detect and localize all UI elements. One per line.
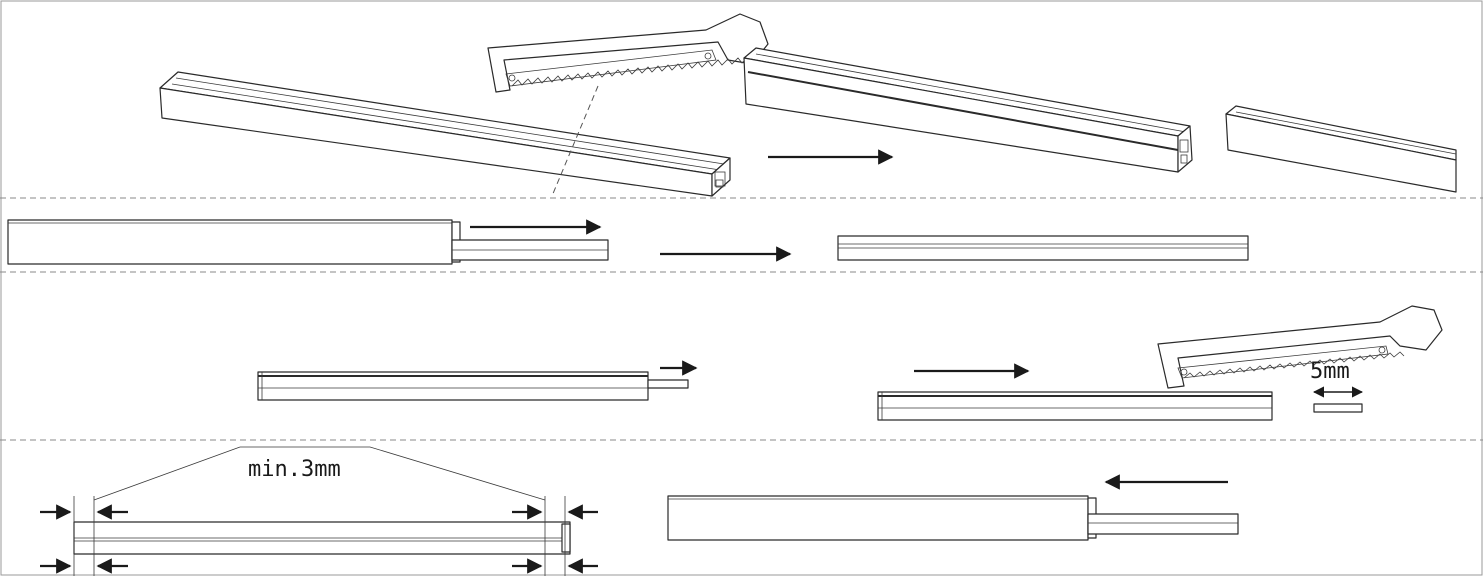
- step4-reinsert: [667, 495, 1239, 541]
- min-gap-label: min.3mm: [248, 457, 341, 482]
- rail-cover: [7, 219, 453, 265]
- step2-rail-with-insert: [7, 219, 609, 265]
- step2-extracted-insert: [837, 235, 1249, 261]
- step1-rail-with-saw: [159, 13, 769, 197]
- saw-frame-2: [1157, 305, 1443, 389]
- cut-piece: [1313, 403, 1363, 413]
- saw-blade-1: [505, 49, 717, 87]
- leader-left: [93, 446, 241, 501]
- rail-cover-2: [667, 495, 1089, 541]
- step1-offcut-piece: [1225, 105, 1457, 193]
- step3-insert-with-strip: [257, 371, 689, 401]
- rail-end-profile: [711, 157, 731, 197]
- leader-right: [240, 446, 546, 501]
- offcut-front: [1225, 113, 1457, 193]
- saw-blade-2: [1177, 345, 1389, 379]
- step1-cut-rail: [743, 47, 1193, 173]
- protruding-strip: [647, 379, 689, 389]
- step4-min-gap: min.3mm: [40, 446, 598, 576]
- insert-strip-2: [1087, 513, 1239, 535]
- saw-frame-1: [487, 13, 769, 93]
- step3-insert-to-cut: [877, 391, 1273, 421]
- step3-saw: [1157, 305, 1443, 389]
- cut-rail-end-profile: [1177, 125, 1193, 173]
- cut-length-label: 5mm: [1310, 359, 1350, 384]
